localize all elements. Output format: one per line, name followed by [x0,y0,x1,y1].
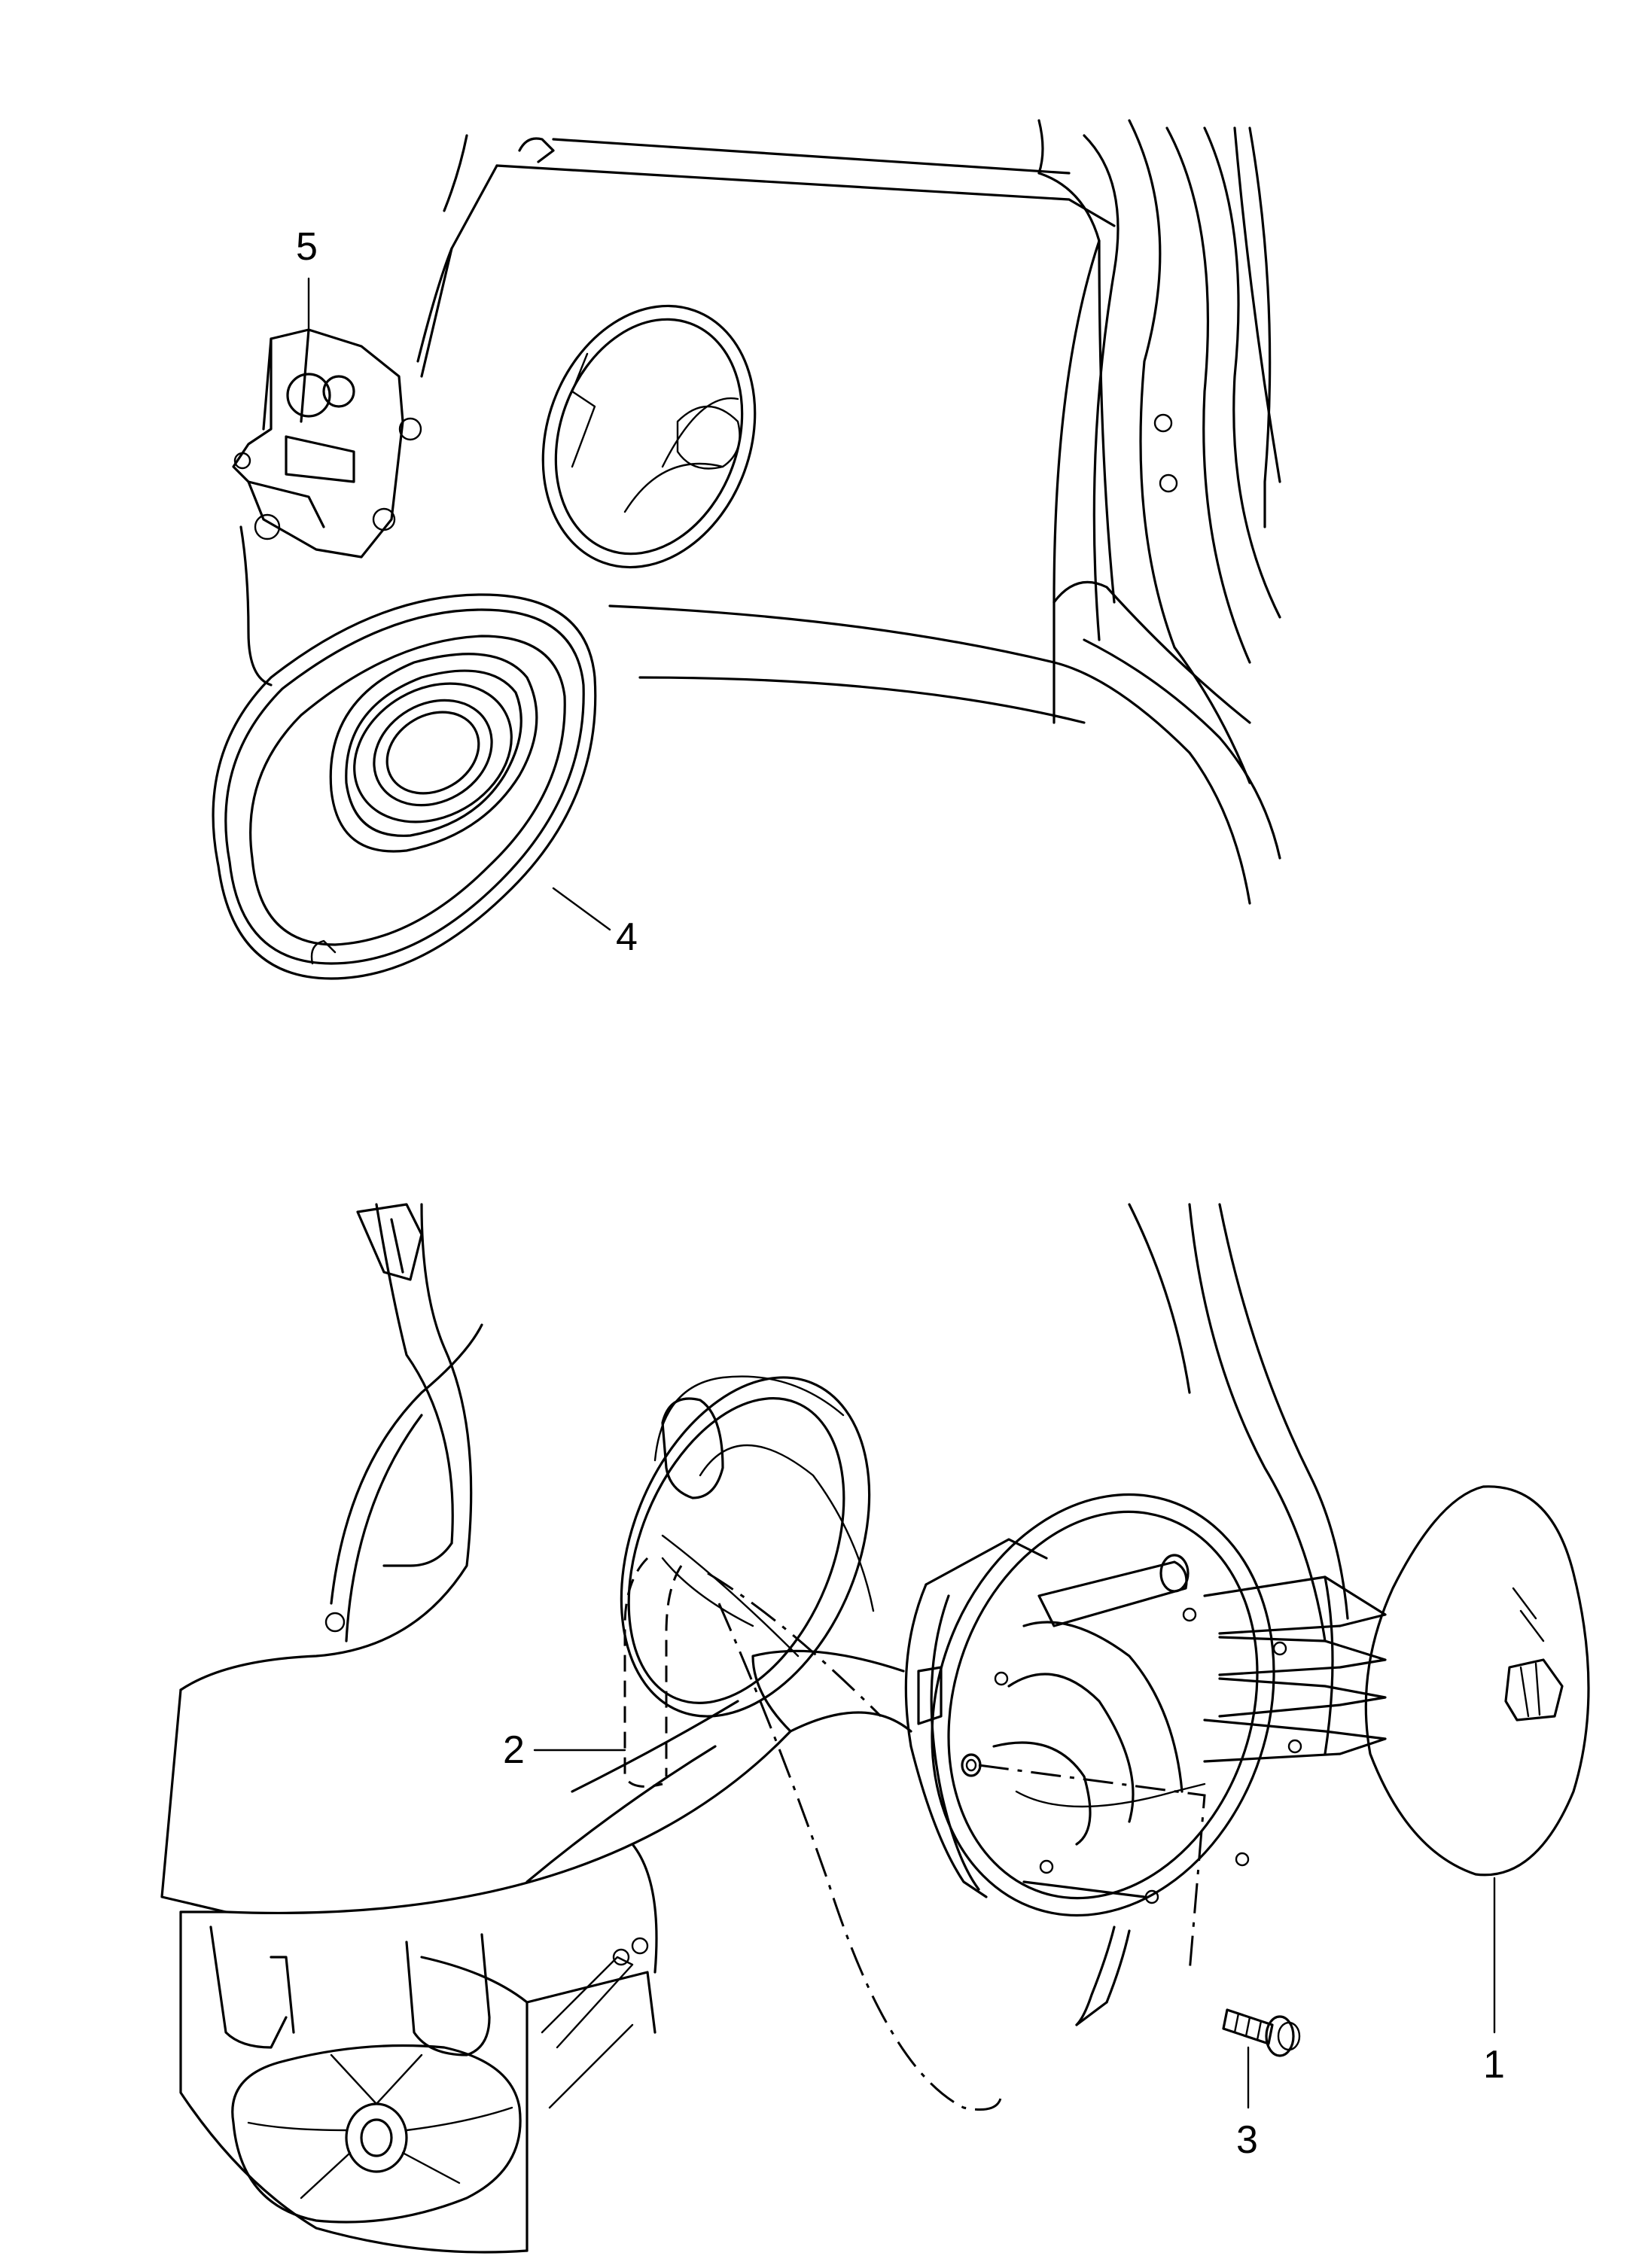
upper-assembly-line [707,1572,882,1718]
part-5-actuator [232,328,422,686]
part-2-drain-hose [623,1557,683,1788]
callout-3-label: 3 [1236,2118,1258,2162]
callout-2-label: 2 [503,1728,525,1772]
lower-body-panel [160,1203,1349,2254]
lower-filler-opening [620,1375,875,1718]
part-4-filler-seal [212,593,597,980]
callout-4-label: 4 [616,915,638,959]
callout-4-leader [552,887,611,931]
callout-1: 1 [1483,1877,1505,2087]
callout-5-label: 5 [296,225,318,269]
part-1-filler-flap [1364,1485,1590,1877]
filler-housing [904,1493,1387,2026]
part-3-screw [1222,2008,1301,2057]
callout-1-label: 1 [1483,2043,1505,2087]
callout-3: 3 [1236,2046,1258,2162]
callout-5: 5 [296,225,318,333]
callout-4: 4 [552,887,638,959]
callout-2: 2 [503,1728,626,1772]
lower-assembly-line [717,1603,1003,2111]
upper-body-panel [416,119,1281,905]
